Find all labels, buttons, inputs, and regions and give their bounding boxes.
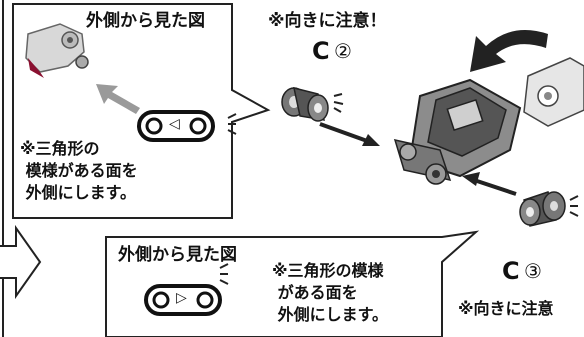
sparkle-icon [219,93,579,285]
c3-number: ③ [524,259,542,283]
top-box-triangle-symbol: ◁ [169,116,180,132]
c3-label: C [502,257,520,285]
c2-label: C [312,37,330,65]
top-box-header: 外側から見た図 [86,11,205,31]
c2-warning: ※向きに注意！ [268,11,387,31]
arrow-c3-icon [462,172,517,196]
arrow-c2-icon [319,122,380,146]
c3-warning: ※向きに注意 [458,299,554,318]
bottom-box-note: ※三角形の模様 がある面を 外側にします。 [272,261,388,324]
chassis-part-image [25,23,89,78]
hollow-arrow-icon [0,224,42,300]
main-assembly-image [393,78,522,185]
c2-part-image [281,86,329,122]
bottom-box-triangle-symbol: ▷ [176,290,187,306]
c3-part-image [519,191,566,227]
spacer-symbol-bottom-image [144,284,222,316]
c2-number: ② [334,39,352,63]
grey-arrow-icon [96,84,140,114]
top-box-note: ※三角形の 模様がある面を 外側にします。 [20,139,138,202]
spacer-symbol-top-image [137,110,215,142]
rotate-arrow-icon [470,30,548,72]
bottom-box-header: 外側から見た図 [118,245,237,265]
side-part-image [523,57,584,127]
